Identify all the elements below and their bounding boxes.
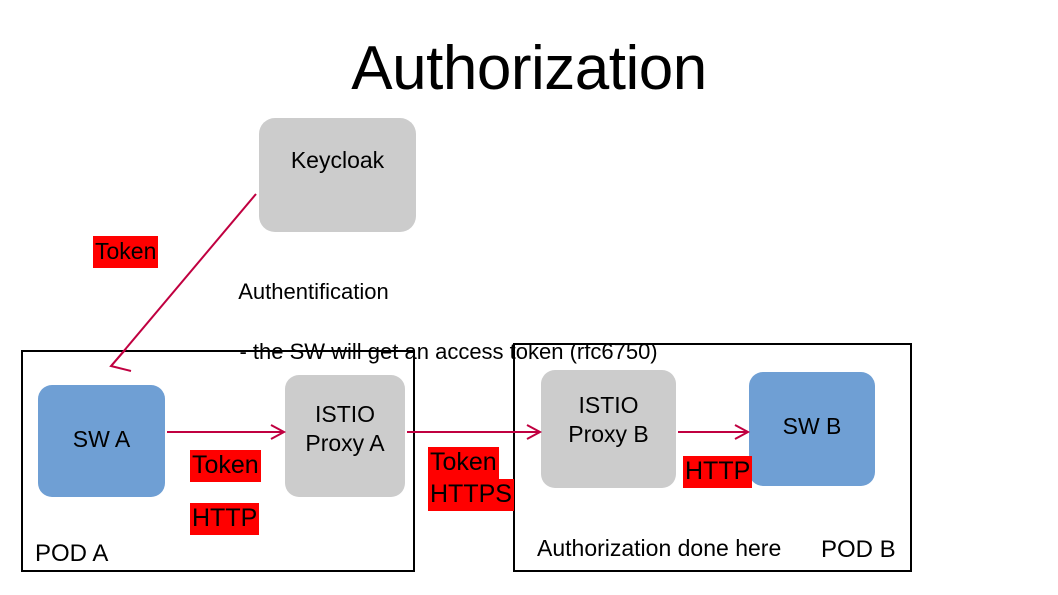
annotation-authorization-done: Authorization done here	[537, 535, 782, 561]
node-istio-proxy-b-line2: Proxy B	[568, 421, 649, 447]
node-sw-a-label: SW A	[72, 426, 131, 452]
node-sw-b[interactable]: SW B	[749, 372, 875, 486]
label-token-between-pods-text: Token	[428, 447, 499, 479]
node-sw-b-label: SW B	[782, 413, 842, 439]
label-token-pod-a: Token	[190, 450, 261, 482]
label-http-pod-b-text: HTTP	[683, 456, 753, 488]
page-title: Authorization	[351, 34, 707, 103]
node-istio-proxy-a-label: ISTIO Proxy A	[285, 400, 405, 458]
node-sw-a[interactable]: SW A	[38, 385, 165, 497]
pod-a-label: POD A	[35, 540, 109, 567]
label-token-keycloak-text: Token	[93, 236, 159, 268]
node-istio-proxy-a-line2: Proxy A	[305, 430, 385, 456]
label-http-pod-b: HTTP	[683, 456, 753, 488]
node-istio-proxy-b[interactable]: ISTIO Proxy B	[541, 370, 676, 488]
label-token-https-between-pods: Token HTTPS	[428, 447, 514, 511]
annotation-authentification-line1: Authentification	[238, 279, 389, 304]
node-keycloak[interactable]: Keycloak	[259, 118, 416, 232]
label-http-pod-a: HTTP	[190, 503, 260, 535]
node-istio-proxy-b-line1: ISTIO	[578, 392, 639, 418]
pod-b-label: POD B	[821, 536, 896, 563]
node-istio-proxy-a[interactable]: ISTIO Proxy A	[285, 375, 405, 497]
node-istio-proxy-b-label: ISTIO Proxy B	[541, 391, 676, 449]
node-keycloak-label: Keycloak	[290, 147, 385, 173]
label-token-keycloak: Token	[93, 236, 159, 268]
label-http-pod-a-text: HTTP	[190, 503, 260, 535]
label-token-pod-a-text: Token	[190, 450, 261, 482]
label-https-between-pods-text: HTTPS	[428, 479, 514, 511]
node-istio-proxy-a-line1: ISTIO	[314, 401, 376, 427]
pod-b-frame	[513, 343, 912, 572]
